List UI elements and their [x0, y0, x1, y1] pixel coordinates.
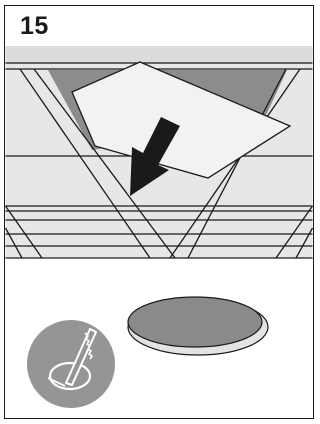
hole-saw-icon: [27, 320, 115, 408]
ceiling-top-strip: [5, 46, 313, 63]
step-number: 15: [20, 12, 49, 40]
disc-top: [127, 296, 263, 348]
down-arrow-icon: [130, 117, 180, 196]
ceiling-panel: [71, 61, 292, 179]
ceiling-grid: [4, 62, 314, 259]
